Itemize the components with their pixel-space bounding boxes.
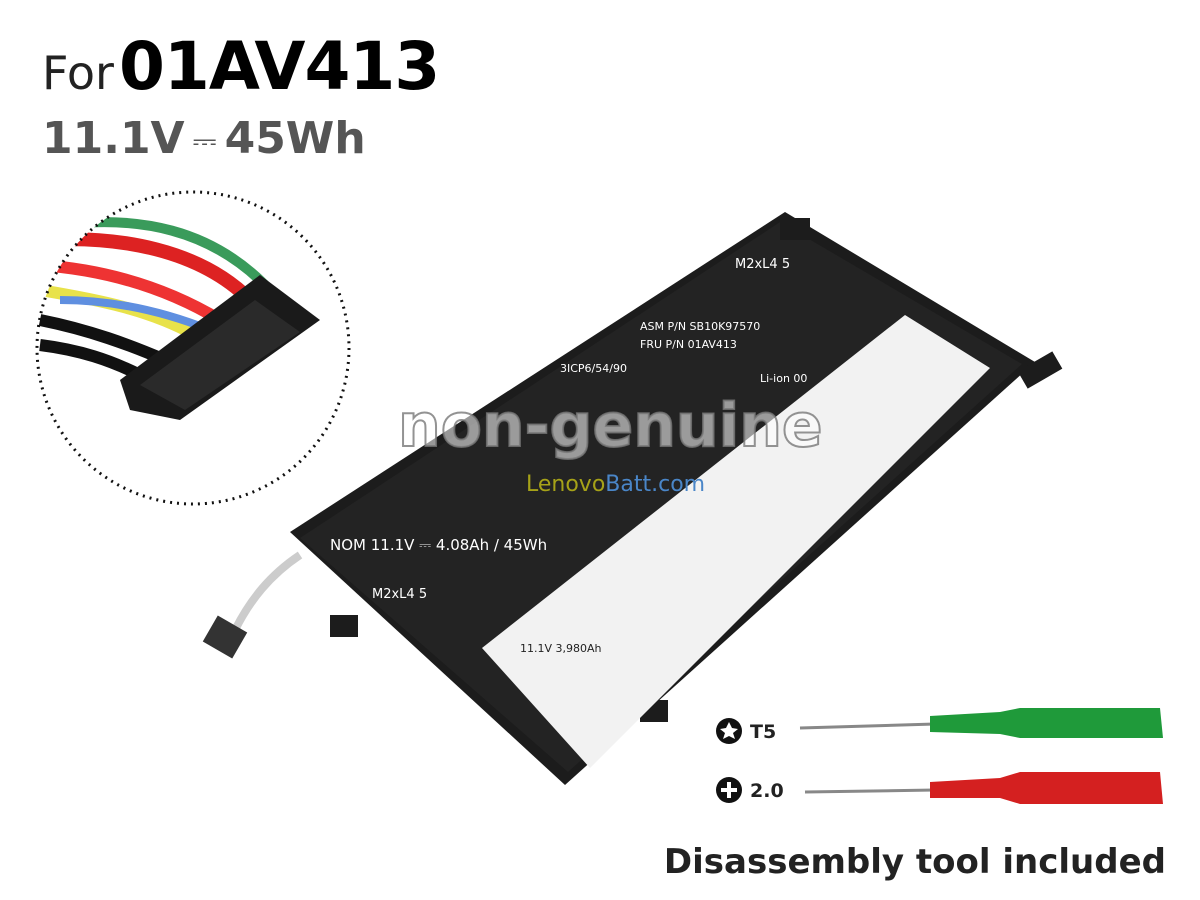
connector-wires-image [38, 217, 320, 420]
page-title: For 01AV413 [42, 28, 440, 105]
capacity-text: 11.1V 3,980Ah [520, 642, 602, 655]
watermark-text: non-genuine [398, 391, 823, 461]
spec-line: 11.1V⎓45Wh [42, 113, 366, 164]
title-prefix: For [42, 46, 114, 100]
energy: 45Wh [224, 113, 366, 164]
li-ion-mark: Li-ion 00 [760, 372, 807, 385]
phillips-size-label: 2.0 [750, 780, 784, 802]
torx-screwdriver [799, 708, 1163, 738]
battery-image [202, 212, 1063, 785]
fru-part-number: FRU P/N 01AV413 [640, 338, 737, 351]
screw-spec-left: M2xL4 5 [372, 587, 427, 602]
nominal-rating: NOM 11.1V ⎓ 4.08Ah / 45Wh [330, 536, 547, 554]
asm-part-number: ASM P/N SB10K97570 [640, 320, 760, 333]
torx-size-label: T5 [750, 721, 776, 743]
battery-label-text: M2xL4 5 ASM P/N SB10K97570 FRU P/N 01AV4… [330, 257, 807, 655]
connector-closeup [35, 190, 351, 506]
model-number: 01AV413 [118, 28, 440, 105]
footer-caption: Disassembly tool included [663, 842, 1166, 882]
phillips-icon [716, 777, 742, 803]
voltage: 11.1V [42, 113, 185, 164]
torx-icon [716, 718, 742, 744]
phillips-screwdriver [804, 772, 1163, 804]
screw-spec-top: M2xL4 5 [735, 257, 790, 272]
watermark-site: LenovoBatt.com [526, 472, 705, 497]
dc-symbol-icon: ⎓ [192, 123, 217, 159]
cell-code: 3ICP6/54/90 [560, 362, 627, 375]
